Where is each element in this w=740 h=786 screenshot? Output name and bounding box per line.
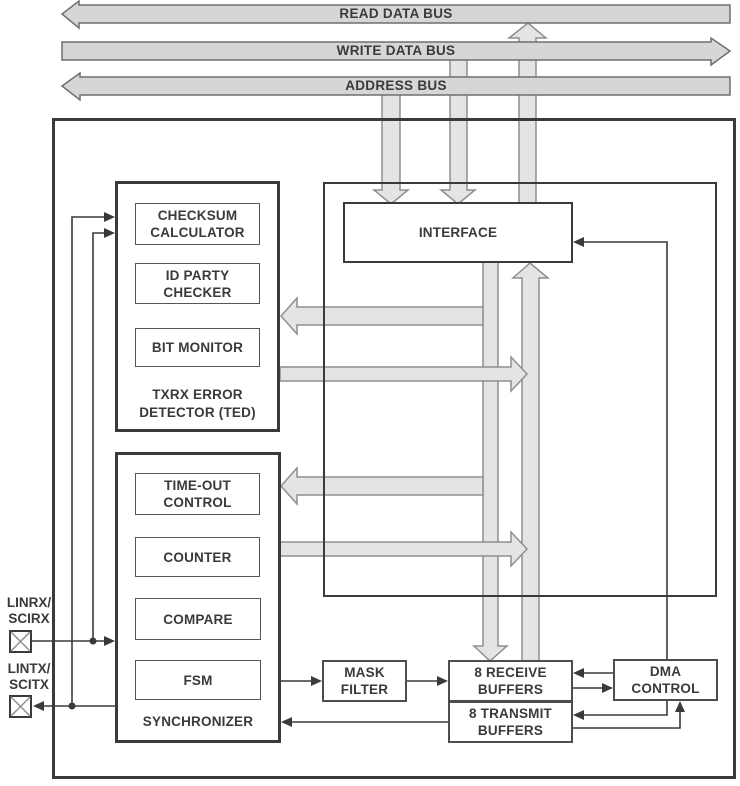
bus-to-synchronizer-left-arrow [279,466,484,506]
tx-monitor-arrowhead [104,212,115,222]
rx-monitor-line [92,232,113,641]
linrx-scirx-label: LINRX/ SCIRX [0,595,58,626]
lintx-scitx-label: LINTX/ SCITX [0,661,58,692]
linrx-label-line1: LINRX/ [6,595,52,610]
dma-to-interface-line [577,241,668,659]
receive-to-dma-arrowhead [602,683,613,693]
fsm-to-mask-arrowhead [311,676,322,686]
dma-to-transmit-line [577,701,668,716]
lintx-output-arrowhead [33,701,44,711]
interface-to-read-bus-up-arrow [506,22,549,204]
mask-to-receive-arrowhead [437,676,448,686]
ted-to-bus-right-arrow [279,355,529,393]
interface-to-buffers-down-arrow [472,261,509,663]
transmit-buffers-box: 8 TRANSMIT BUFFERS [448,701,573,743]
read-data-bus-label: READ DATA BUS [339,6,453,21]
address-bus-bar [60,71,731,102]
synchronizer-block-title: SYNCHRONIZER [142,714,254,729]
linrx-label-line2: SCIRX [8,610,50,626]
lintx-label-line2: SCITX [9,676,49,692]
dma-control-box: DMA CONTROL [613,659,718,701]
transmit-to-sync-arrowhead [281,717,292,727]
id-party-checker-box: ID PARTY CHECKER [135,263,260,304]
time-out-control-box: TIME-OUT CONTROL [135,473,260,515]
dma-to-interface-arrowhead [573,237,584,247]
buffers-to-interface-up-arrow [511,262,551,662]
tx-junction-dot [68,702,76,710]
interface-region-frame [323,182,717,597]
read-data-bus-bar [60,0,731,30]
fsm-box: FSM [135,660,261,700]
bit-monitor-box: BIT MONITOR [135,328,260,367]
checksum-calculator-box: CHECKSUM CALCULATOR [135,203,260,245]
bus-to-ted-left-arrow [279,296,484,336]
ted-block-title: TXRX ERROR DETECTOR (TED) [139,387,256,420]
transmit-to-dma-line [573,705,681,729]
linrx-input-arrowhead [104,636,115,646]
compare-box: COMPARE [135,598,261,640]
lintx-label-line1: LINTX/ [7,661,51,676]
rx-monitor-arrowhead [104,228,115,238]
rx-junction-dot [89,637,97,645]
dma-to-receive-arrowhead [573,668,584,678]
transmit-to-dma-arrowhead [675,701,685,712]
address-bus-label: ADDRESS BUS [345,78,447,93]
mask-filter-box: MASK FILTER [322,660,407,702]
write-data-bus-bar [61,36,732,67]
module-outer-frame [52,118,736,779]
lintx-pin-cross-2 [10,696,31,717]
receive-buffers-box: 8 RECEIVE BUFFERS [448,660,573,702]
dma-to-transmit-arrowhead [573,710,584,720]
interface-block: INTERFACE [343,202,573,263]
write-data-bus-label: WRITE DATA BUS [336,43,456,58]
linrx-pin-cross-2 [10,631,31,652]
tx-monitor-line [71,216,113,706]
counter-box: COUNTER [135,537,260,577]
